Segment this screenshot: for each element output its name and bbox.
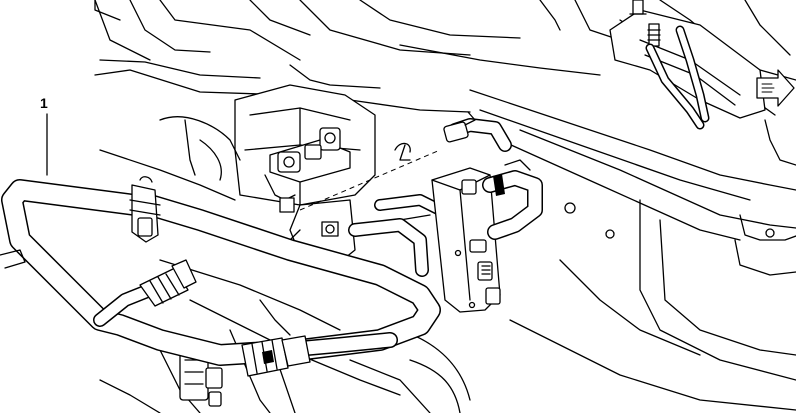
callout-1: 1 (40, 95, 48, 176)
lower-left-frame (99, 116, 471, 413)
quick-connect-fitting (241, 335, 311, 377)
arrow-right-icon (756, 69, 795, 107)
lower-hose-run (348, 194, 446, 277)
valve-manifold (431, 159, 543, 313)
callout-label-1: 1 (40, 95, 48, 111)
hose-assembly-loop (0, 179, 441, 366)
hose-clamp (129, 176, 161, 243)
upper-mount-bracket (609, 0, 766, 130)
hose-connector-left (93, 259, 197, 327)
upper-body-panel (94, 0, 621, 113)
connecting-pipe (299, 111, 512, 211)
center-mounting-bracket (234, 84, 376, 213)
